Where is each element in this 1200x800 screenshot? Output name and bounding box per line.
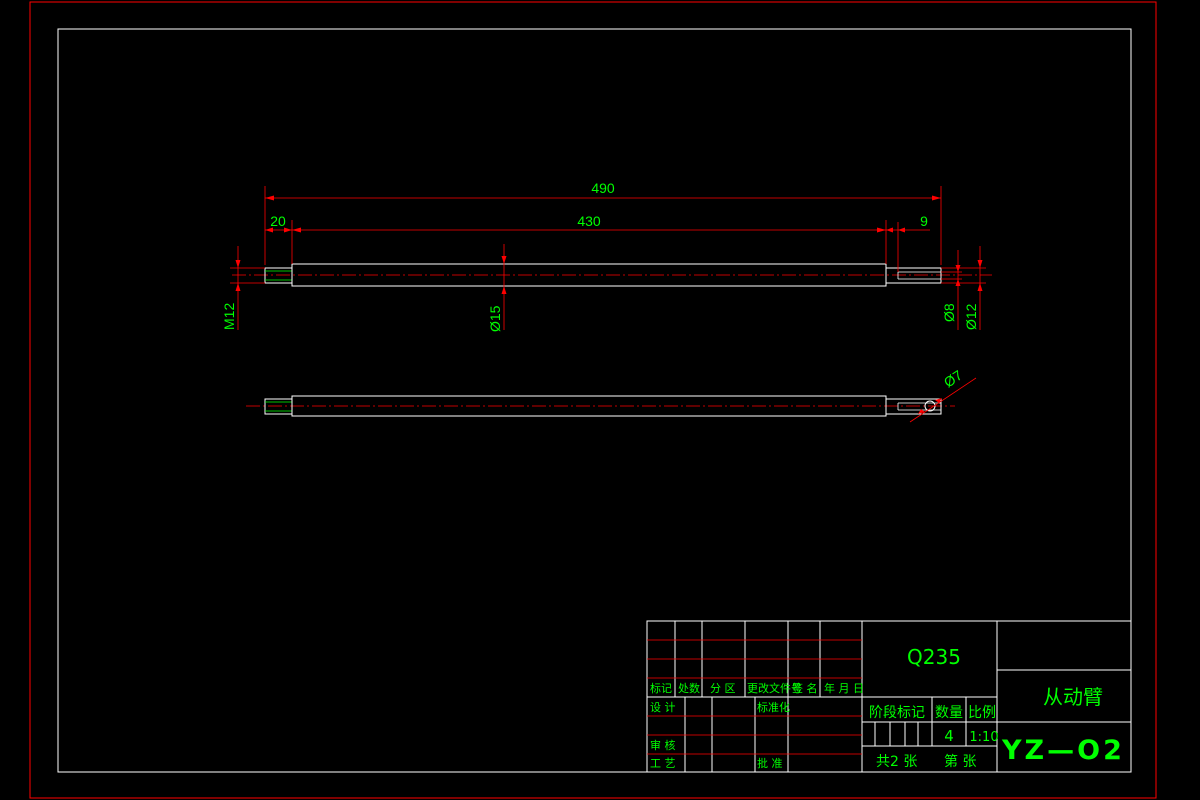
header-change-doc: 更改文件号 <box>747 681 802 695</box>
dim-end-diameter: Ø12 <box>963 303 979 330</box>
header-signature: 签 名 <box>792 681 818 695</box>
part-name: 从动臂 <box>1043 685 1103 709</box>
role-standardization: 标准化 <box>757 700 790 714</box>
dim-body-diameter: Ø15 <box>487 305 503 332</box>
dim-thread-size: M12 <box>221 303 237 330</box>
stage-mark-label: 阶段标记 <box>869 705 925 721</box>
dim-slot-width: Ø8 <box>941 303 957 322</box>
dim-overall-length: 490 <box>591 180 615 196</box>
scale-label: 比例 <box>968 705 996 721</box>
quantity-value: 4 <box>944 727 954 745</box>
scale-value: 1:10 <box>969 730 998 745</box>
role-review: 审 核 <box>650 738 676 752</box>
outer-frame <box>29 1 1157 799</box>
revision-headers: 标记 处数 分 区 更改文件号 签 名 年 月 日 <box>650 681 864 695</box>
front-view: 490 430 20 9 M12 Ø15 Ø8 <box>221 180 992 332</box>
drawing-number: YZ—O2 <box>1001 735 1125 766</box>
header-zone: 分 区 <box>710 682 736 695</box>
title-block <box>646 620 1132 773</box>
header-count: 处数 <box>678 682 700 695</box>
header-date: 年 月 日 <box>824 681 864 695</box>
sheet-number: 第 张 <box>944 753 976 770</box>
sheet-total: 共2 张 <box>876 754 917 770</box>
role-approval: 批 准 <box>757 756 783 770</box>
role-process: 工 艺 <box>650 757 676 770</box>
quantity-label: 数量 <box>935 705 963 721</box>
role-design: 设 计 <box>650 701 676 714</box>
top-view: Ø7 <box>246 367 977 423</box>
dim-thread-length: 20 <box>270 213 286 229</box>
dim-hole-diameter: Ø7 <box>941 367 966 391</box>
material: Q235 <box>907 645 961 669</box>
dim-slot-length: 9 <box>920 213 928 229</box>
dim-body-length: 430 <box>577 213 601 229</box>
header-mark: 标记 <box>650 681 672 695</box>
inner-frame <box>57 28 1132 773</box>
